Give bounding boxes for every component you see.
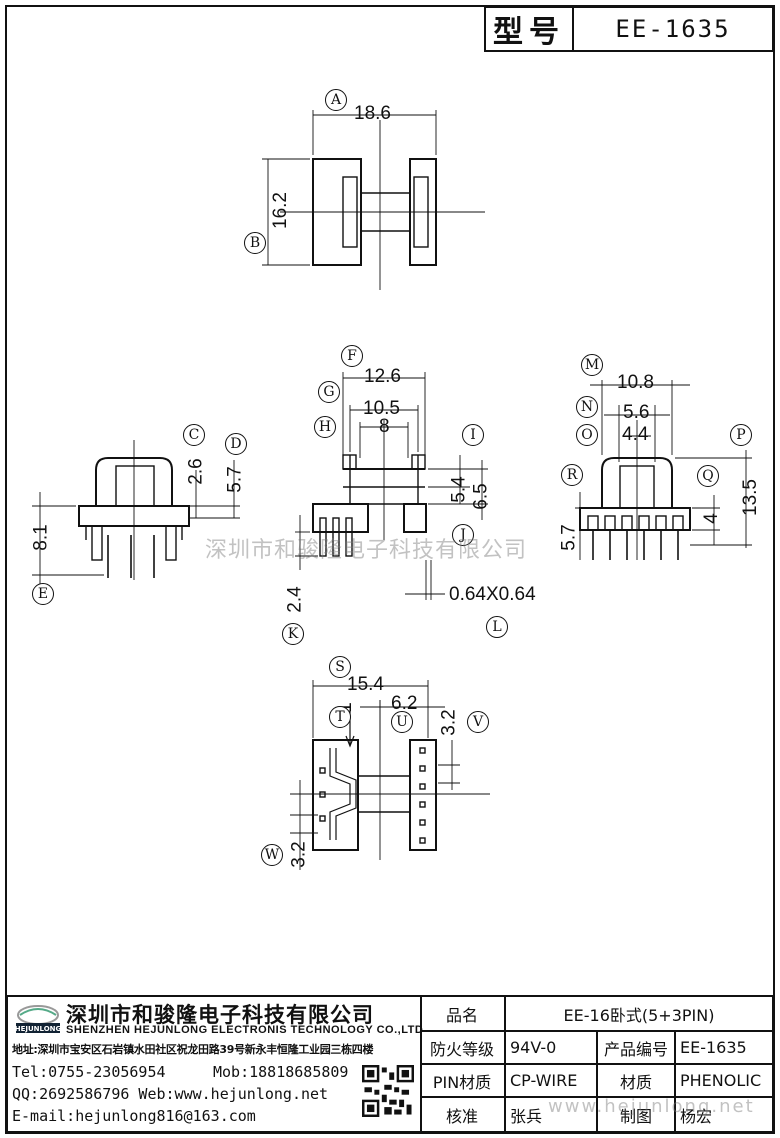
dim-e-value: 8.1 (30, 524, 52, 551)
callout-w: W (261, 844, 283, 866)
dim-b-value: 16.2 (269, 192, 291, 229)
dim-r-value: 5.7 (558, 524, 580, 551)
dim-h-value: 10.5 (363, 398, 400, 419)
company-info: HEJUNLONG 深圳市和骏隆电子科技有限公司 SHENZHEN HEJUNL… (8, 997, 424, 1131)
dim-d-value: 5.7 (224, 466, 246, 493)
company-address: 地址:深圳市宝安区石岩镇水田社区祝龙田路39号新永丰恒隆工业园三栋四楼 (12, 1043, 374, 1056)
side-view (295, 372, 488, 600)
callout-r: R (561, 464, 583, 486)
callout-c: C (183, 424, 205, 446)
callout-h: H (314, 416, 336, 438)
watermark-url: www.hejunlong.net (548, 1096, 755, 1117)
callout-m: M (581, 354, 603, 376)
callout-g: G (318, 381, 340, 403)
model-value: EE-1635 (615, 15, 731, 43)
callout-b: B (244, 232, 266, 254)
drawn-by-value: 杨宏 (680, 1106, 713, 1126)
dim-p-value: 13.5 (739, 479, 761, 516)
model-label: 型号 (486, 8, 574, 50)
dim-v-value: 3.2 (438, 709, 460, 736)
product-name-label: 品名 (445, 1005, 478, 1025)
qr-code-icon (362, 1065, 414, 1117)
dim-j-value: 6.5 (470, 483, 492, 510)
dim-u-value: 6.2 (391, 693, 418, 714)
approved-by-label: 核准 (445, 1106, 478, 1126)
dim-w-value: 3.2 (288, 841, 310, 868)
flame-rating-value: 94V-0 (510, 1038, 557, 1057)
callout-l: L (486, 616, 508, 638)
dim-m-value: 10.8 (617, 372, 654, 393)
callout-a: A (325, 89, 347, 111)
footer-block: HEJUNLONG 深圳市和骏隆电子科技有限公司 SHENZHEN HEJUNL… (6, 995, 774, 1133)
product-code-label: 产品编号 (603, 1039, 668, 1059)
pin-material-value: CP-WIRE (510, 1071, 578, 1090)
callout-e: E (32, 583, 54, 605)
dim-q-value: 4 (700, 513, 722, 524)
callout-d: D (225, 433, 247, 455)
drawn-by-label: 制图 (619, 1106, 652, 1126)
callout-k: K (282, 623, 304, 645)
company-logo-icon: HEJUNLONG (15, 1005, 62, 1033)
end-view (575, 380, 752, 560)
callout-f: F (341, 345, 363, 367)
callout-s: S (329, 656, 351, 678)
dim-a-value: 18.6 (354, 103, 391, 124)
table-rule (674, 1030, 676, 1131)
product-code-value: EE-1635 (680, 1038, 747, 1057)
callout-p: P (730, 424, 752, 446)
dim-c-value: 2.6 (185, 458, 207, 485)
dim-s-value: 15.4 (347, 674, 384, 695)
dim-i-value: 5.4 (448, 476, 470, 503)
material-label: 材质 (619, 1072, 652, 1092)
top-view (262, 110, 485, 290)
dim-f-value: 12.6 (364, 366, 401, 387)
callout-o: O (576, 424, 598, 446)
company-tel: Tel:0755-23056954 (12, 1063, 166, 1081)
company-mob: Mob:18818685809 (213, 1063, 349, 1081)
dim-o-value: 4.4 (622, 424, 649, 445)
front-view (32, 440, 240, 590)
table-rule (504, 997, 506, 1131)
dim-l-value: 0.64X0.64 (449, 584, 536, 605)
dim-n-value: 5.6 (623, 402, 650, 423)
approved-by-value: 张兵 (510, 1106, 543, 1126)
callout-n: N (576, 396, 598, 418)
company-qq-web: QQ:2692586796 Web:www.hejunlong.net (12, 1085, 329, 1103)
pin-material-label: PIN材质 (432, 1072, 492, 1092)
company-name-cn: 深圳市和骏隆电子科技有限公司 (66, 1002, 374, 1027)
callout-t: T (329, 706, 351, 728)
callout-j: J (452, 524, 474, 546)
technical-drawing (32, 110, 752, 870)
bottom-view (290, 680, 490, 870)
watermark-company: 深圳市和骏隆电子科技有限公司 (205, 538, 528, 563)
material-value: PHENOLIC (680, 1071, 762, 1090)
dim-k-value: 2.4 (284, 586, 306, 613)
product-name-value: EE-16卧式(5+3PIN) (563, 1005, 715, 1025)
company-email: E-mail:hejunlong816@163.com (12, 1107, 256, 1125)
svg-text:HEJUNLONG: HEJUNLONG (15, 1025, 62, 1033)
spec-table: 品名 EE-16卧式(5+3PIN) 防火等级 94V-0 产品编号 EE-16… (420, 997, 772, 1131)
dim-core-value: 8 (379, 416, 390, 437)
flame-rating-label: 防火等级 (429, 1039, 494, 1059)
callout-v: V (467, 711, 489, 733)
callout-q: Q (697, 465, 719, 487)
title-block: 型号 EE-1635 (484, 6, 774, 52)
callout-u: U (391, 711, 413, 733)
table-rule (596, 1030, 598, 1131)
company-name-en: SHENZHEN HEJUNLONG ELECTRONIS TECHNOLOGY… (66, 1024, 424, 1036)
callout-i: I (462, 424, 484, 446)
